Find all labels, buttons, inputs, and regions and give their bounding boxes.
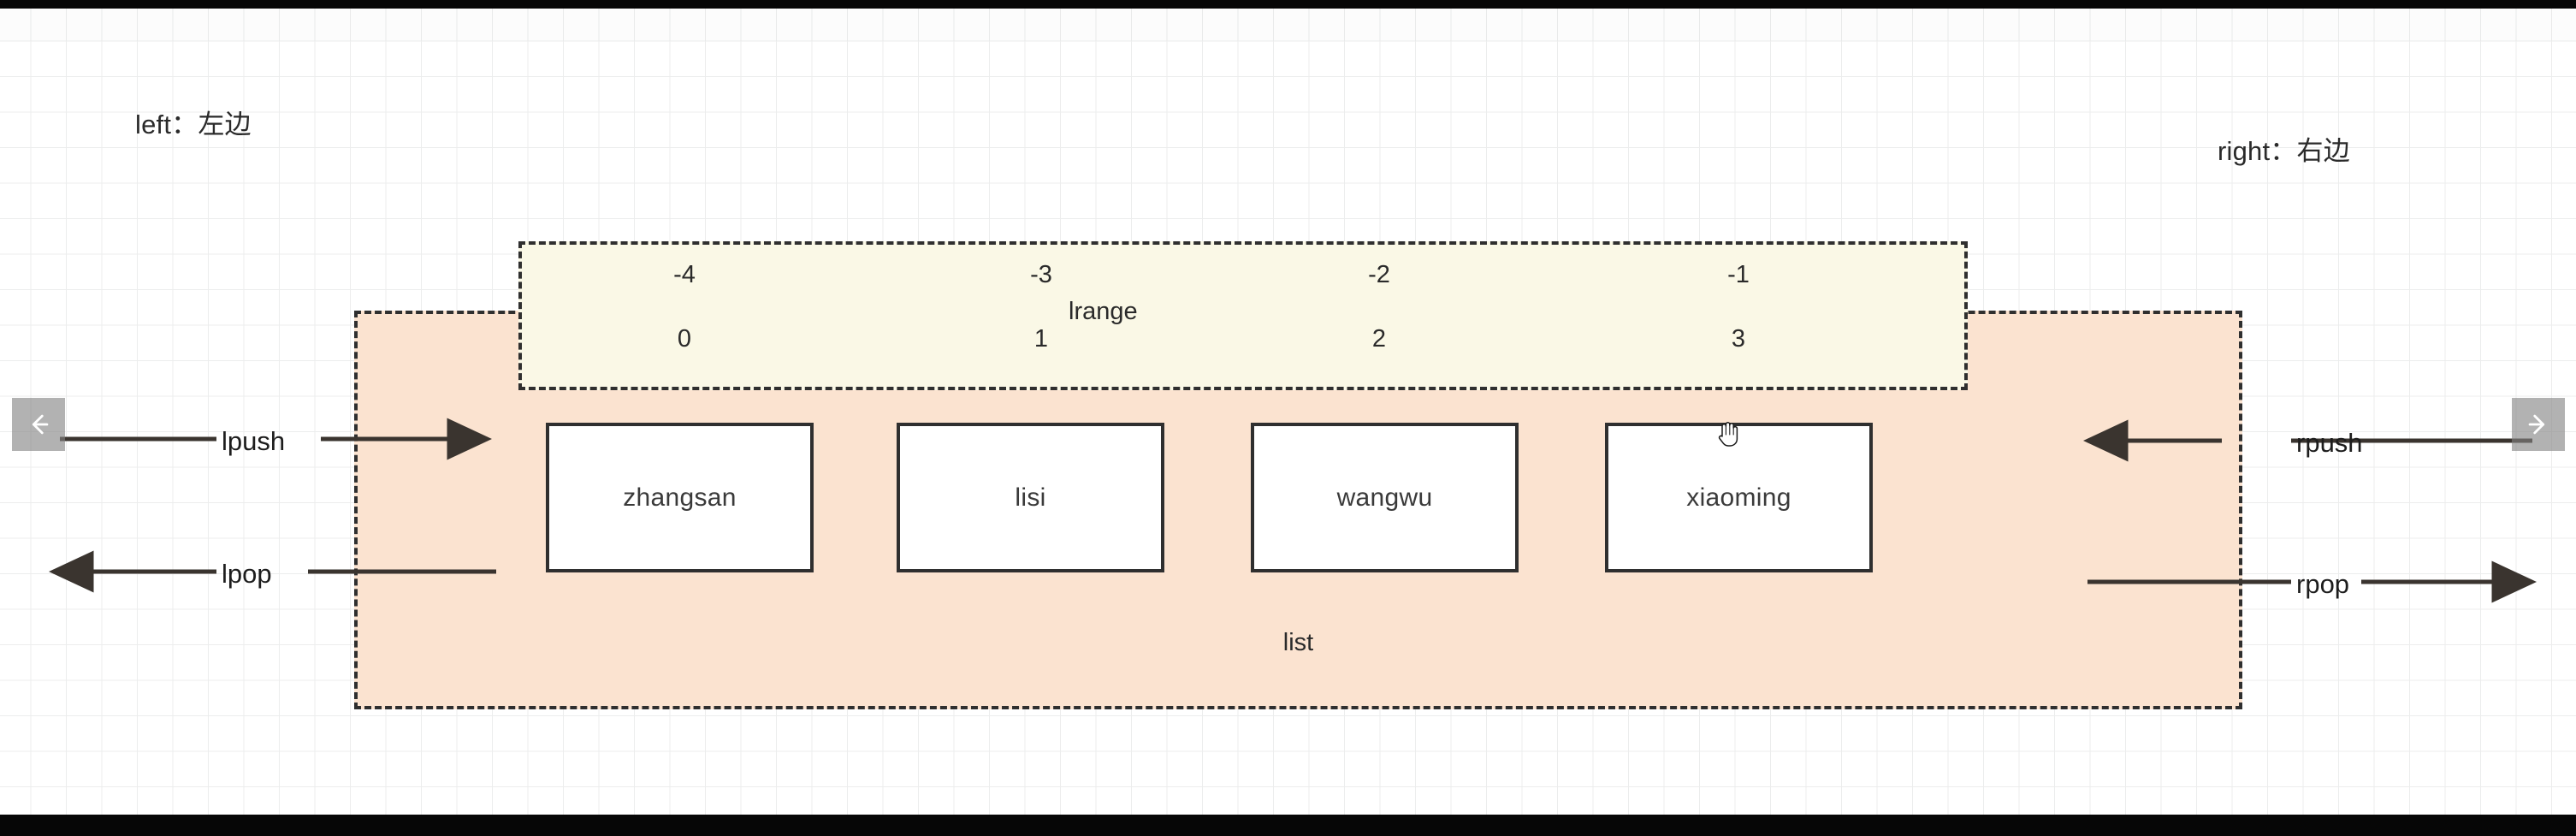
list-item-box[interactable]: lisi	[897, 423, 1164, 572]
arrow-right-icon	[2528, 414, 2545, 435]
arrow-left-icon	[32, 414, 49, 435]
list-item-box[interactable]: zhangsan	[546, 423, 814, 572]
positive-index-1: 1	[1033, 325, 1049, 353]
right-side-label: right：右边	[2218, 136, 2350, 166]
next-page-button[interactable]	[2512, 398, 2565, 451]
left-side-label: left：左边	[135, 110, 252, 139]
list-item-value: zhangsan	[623, 483, 737, 512]
list-item-box[interactable]: wangwu	[1251, 423, 1519, 572]
negative-index-1: -3	[1030, 261, 1052, 288]
diagram-canvas: left：左边 right：右边 list -4 -3 -2 -1 0 1 2 …	[0, 9, 2576, 815]
rpush-label: rpush	[2296, 428, 2363, 458]
lpush-label: lpush	[222, 426, 286, 456]
lrange-caption: lrange	[1069, 298, 1138, 325]
lrange-container	[518, 241, 1968, 390]
list-item-value: wangwu	[1336, 483, 1433, 512]
list-item-value: xiaoming	[1686, 483, 1791, 512]
list-caption: list	[1282, 629, 1314, 656]
top-chrome-bar	[0, 0, 2576, 9]
positive-index-2: 2	[1371, 325, 1387, 353]
positive-index-3: 3	[1731, 325, 1746, 353]
list-item-value: lisi	[1015, 483, 1046, 512]
lpop-label: lpop	[222, 559, 272, 589]
negative-index-0: -4	[673, 261, 696, 288]
list-item-box[interactable]: xiaoming	[1605, 423, 1873, 572]
previous-page-button[interactable]	[12, 398, 65, 451]
bottom-chrome-bar	[0, 815, 2576, 836]
negative-index-2: -2	[1368, 261, 1390, 288]
negative-index-3: -1	[1727, 261, 1750, 288]
positive-index-0: 0	[677, 325, 692, 353]
rpop-label: rpop	[2296, 569, 2350, 599]
